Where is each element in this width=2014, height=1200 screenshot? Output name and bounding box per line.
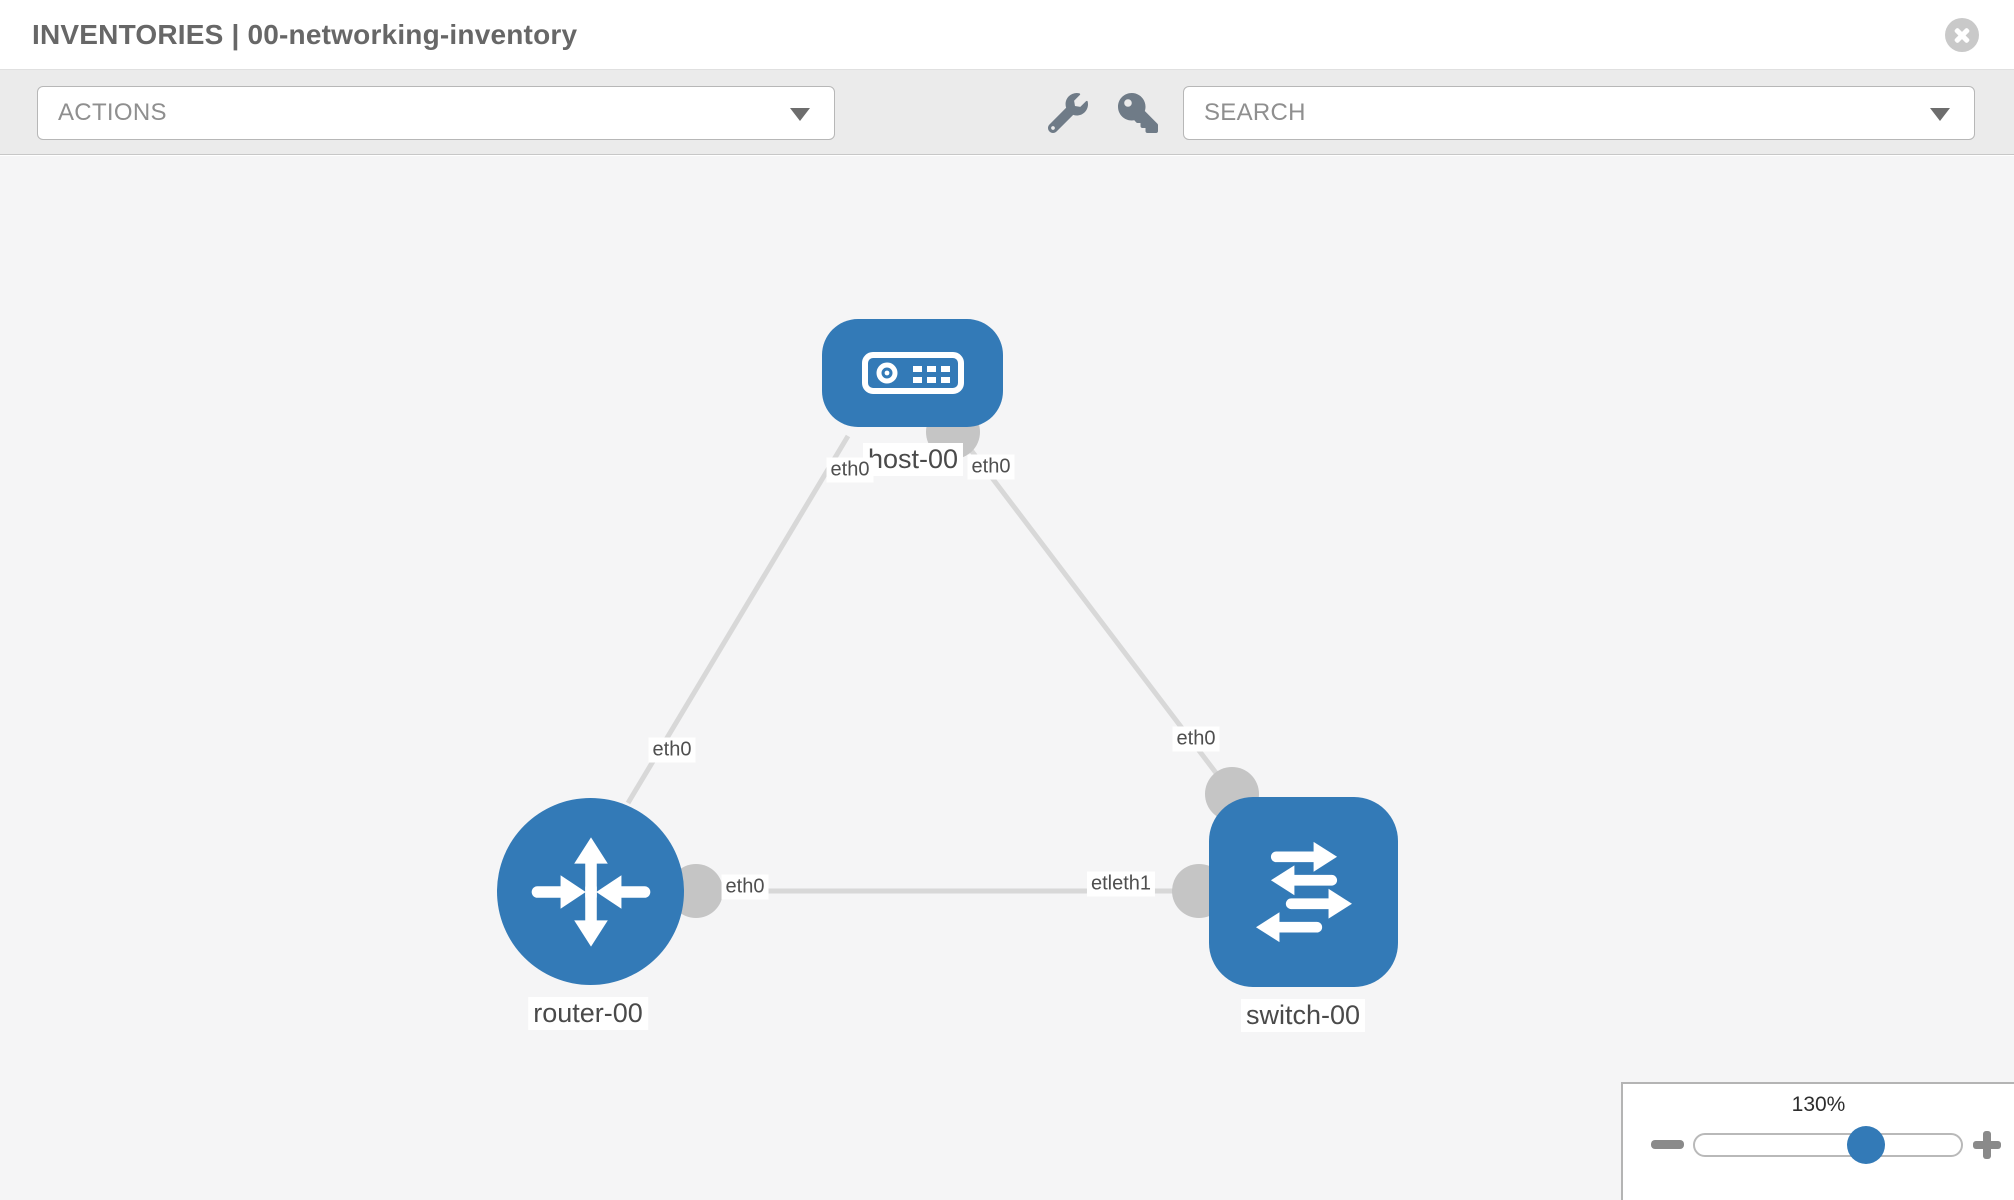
zoom-in-icon[interactable]	[1973, 1131, 2001, 1159]
search-dropdown[interactable]: SEARCH	[1183, 86, 1975, 140]
actions-dropdown-label: ACTIONS	[58, 99, 167, 126]
node-label-host-00: host-00	[862, 443, 964, 476]
toolbar: ACTIONS SEARCH	[0, 70, 2014, 155]
zoom-slider-track[interactable]	[1693, 1133, 1963, 1157]
close-icon[interactable]	[1945, 18, 1979, 52]
interface-label: eth0	[826, 457, 874, 483]
node-router-00[interactable]	[497, 798, 684, 985]
interface-label: eth0	[1172, 726, 1220, 752]
host-icon	[861, 352, 964, 394]
node-host-00[interactable]	[822, 319, 1003, 427]
chevron-down-icon	[790, 108, 810, 121]
page-title: INVENTORIES | 00-networking-inventory	[32, 18, 578, 50]
interface-label: eth0	[721, 874, 769, 900]
node-label-switch-00: switch-00	[1240, 999, 1366, 1032]
switch-icon	[1255, 841, 1352, 943]
node-label-router-00: router-00	[528, 997, 648, 1030]
zoom-out-icon[interactable]	[1651, 1140, 1684, 1149]
zoom-control-panel: 130%	[1621, 1082, 2014, 1200]
router-icon	[531, 836, 650, 947]
chevron-down-icon	[1930, 108, 1950, 121]
zoom-slider-thumb[interactable]	[1847, 1126, 1885, 1164]
interface-label: eth0	[648, 737, 696, 763]
plus-bar	[1983, 1131, 1991, 1159]
interface-label: eth0	[967, 454, 1015, 480]
interface-label: etleth1	[1086, 871, 1156, 897]
actions-dropdown[interactable]: ACTIONS	[37, 86, 835, 140]
links-layer	[625, 405, 1259, 918]
topology-canvas[interactable]: host-00 router-00 switch-00 eth0 eth0 et…	[0, 156, 2014, 1200]
node-switch-00[interactable]	[1209, 797, 1398, 987]
search-dropdown-label: SEARCH	[1204, 99, 1306, 126]
key-icon[interactable]	[1118, 93, 1158, 133]
wrench-icon[interactable]	[1047, 93, 1088, 134]
zoom-level-value: 130%	[1791, 1093, 1846, 1116]
header: INVENTORIES | 00-networking-inventory	[0, 0, 2014, 70]
